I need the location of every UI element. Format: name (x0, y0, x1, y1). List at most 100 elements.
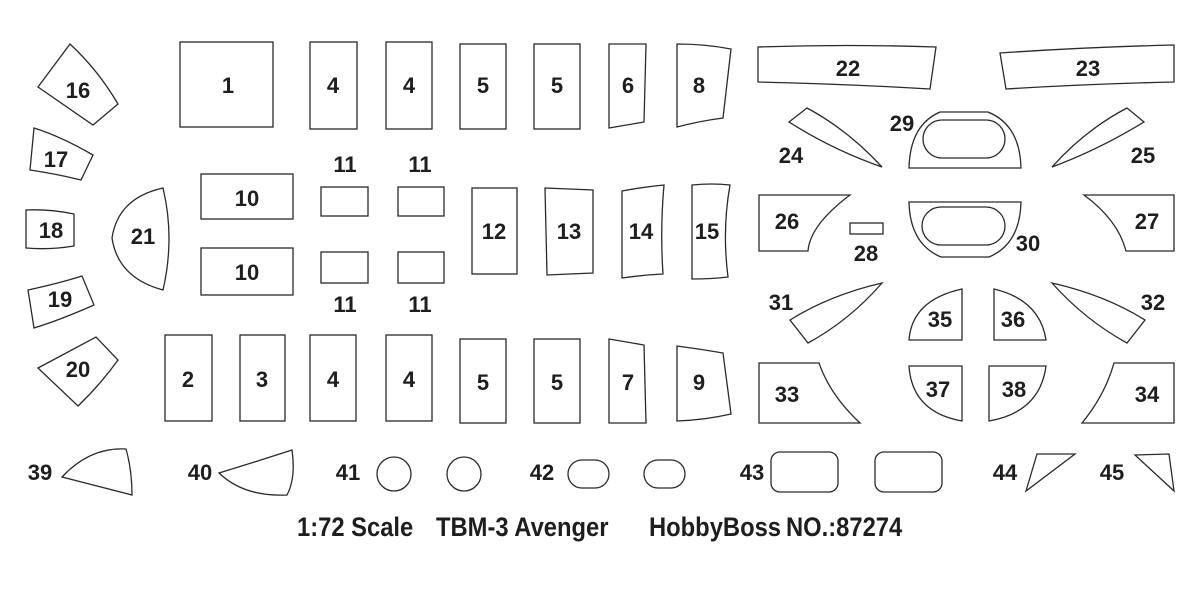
part-38-shape (988, 365, 1047, 422)
part-43a-shape (770, 451, 839, 493)
part-32-shape (1050, 281, 1146, 344)
part-5a-label: 5 (477, 73, 489, 98)
scale-text: 1:72 Scale (297, 512, 414, 542)
part-4a-label: 4 (327, 73, 340, 98)
part-34-shape (1080, 362, 1175, 424)
part-19-shape (27, 275, 95, 329)
part-25-label: 25 (1131, 143, 1155, 168)
part-3-shape (239, 334, 286, 422)
part-4a-shape (309, 41, 358, 130)
part-45-shape (1133, 453, 1175, 493)
part-34-label: 34 (1135, 382, 1160, 407)
part-16-shape (37, 43, 119, 126)
part-27-label: 27 (1135, 209, 1159, 234)
part-17-label: 17 (44, 147, 68, 172)
part-5d-label: 5 (551, 370, 563, 395)
part-29-label: 29 (890, 111, 914, 136)
part-9-label: 9 (693, 370, 705, 395)
part-7-shape (608, 338, 647, 424)
part-40-shape (217, 449, 294, 496)
part-30-label: 30 (1016, 231, 1040, 256)
part-37-label: 37 (926, 377, 950, 402)
part-4b-label: 4 (403, 73, 416, 98)
part-39-shape (60, 448, 133, 496)
part-41-label: 41 (336, 460, 360, 485)
part-26-shape (758, 194, 852, 252)
part-11c-shape (320, 251, 369, 284)
part-33-label: 33 (775, 382, 799, 407)
part-11d-shape (397, 251, 445, 284)
part-4d-shape (385, 334, 433, 422)
part-31-shape (789, 281, 884, 344)
model-text: TBM-3 Avenger (436, 512, 609, 542)
part-22-shape (757, 44, 937, 90)
part-10b-label: 10 (235, 260, 259, 285)
part-20-label: 20 (66, 357, 90, 382)
part-14-shape (621, 184, 665, 279)
part-11a-shape (320, 186, 369, 217)
maker-text: HobbyBoss (649, 512, 782, 542)
part-44-label: 44 (993, 460, 1018, 485)
part-42a-shape (567, 459, 610, 489)
part-13-shape (544, 187, 594, 276)
part-42-label: 42 (530, 460, 554, 485)
part-1-shape (179, 41, 274, 128)
part-5c-shape (459, 338, 507, 424)
part-26-label: 26 (775, 209, 799, 234)
part-11c-label: 11 (333, 292, 356, 317)
part-45-label: 45 (1100, 460, 1124, 485)
part-35-shape (908, 288, 963, 341)
part-35-label: 35 (928, 307, 952, 332)
part-12-label: 12 (482, 219, 506, 244)
part-28-shape (849, 222, 884, 235)
part-21-label: 21 (131, 224, 155, 249)
part-19-label: 19 (48, 287, 72, 312)
part-13-label: 13 (557, 219, 581, 244)
part-4c-label: 4 (327, 367, 340, 392)
part-1-label: 1 (222, 73, 234, 98)
part-43-label: 43 (740, 460, 764, 485)
part-5d-shape (533, 338, 581, 424)
part-29-window (922, 119, 1006, 159)
part-36-shape (993, 288, 1047, 341)
part-5a-shape (459, 43, 507, 130)
part-6-shape (608, 43, 647, 129)
part-41b-shape (446, 456, 482, 492)
part-41a-shape (376, 456, 412, 492)
part-25-shape (1051, 107, 1146, 168)
part-3-label: 3 (256, 367, 268, 392)
part-9-shape (676, 345, 732, 422)
part-15-label: 15 (695, 219, 719, 244)
part-24-label: 24 (779, 143, 804, 168)
part-10b-shape (200, 247, 294, 296)
part-2-shape (164, 334, 213, 422)
part-7-label: 7 (622, 370, 634, 395)
part-39-label: 39 (28, 460, 52, 485)
product-number-text: NO.:87274 (786, 512, 903, 542)
part-12-shape (471, 187, 518, 275)
part-36-label: 36 (1001, 307, 1025, 332)
part-30-window (921, 206, 1006, 246)
part-33-shape (758, 362, 862, 424)
part-11b-shape (397, 186, 445, 217)
part-8-label: 8 (693, 73, 705, 98)
part-4b-shape (385, 41, 433, 130)
part-21-shape (111, 187, 170, 291)
part-40-label: 40 (188, 460, 212, 485)
part-14-label: 14 (629, 219, 654, 244)
part-11a-label: 11 (333, 152, 356, 177)
part-5b-label: 5 (551, 73, 563, 98)
part-23-shape (999, 44, 1175, 90)
part-16-label: 16 (66, 78, 90, 103)
part-31-label: 31 (769, 290, 793, 315)
part-20-shape (36, 336, 119, 407)
part-11d-label: 11 (408, 292, 431, 317)
sheet-caption: 1:72 Scale TBM-3 Avenger HobbyBoss NO.:8… (0, 508, 1200, 548)
part-10a-shape (200, 173, 294, 220)
part-37-shape (908, 365, 963, 422)
part-43b-shape (874, 451, 943, 493)
part-5b-shape (533, 43, 581, 130)
part-38-label: 38 (1002, 377, 1026, 402)
part-28-label: 28 (854, 241, 878, 266)
